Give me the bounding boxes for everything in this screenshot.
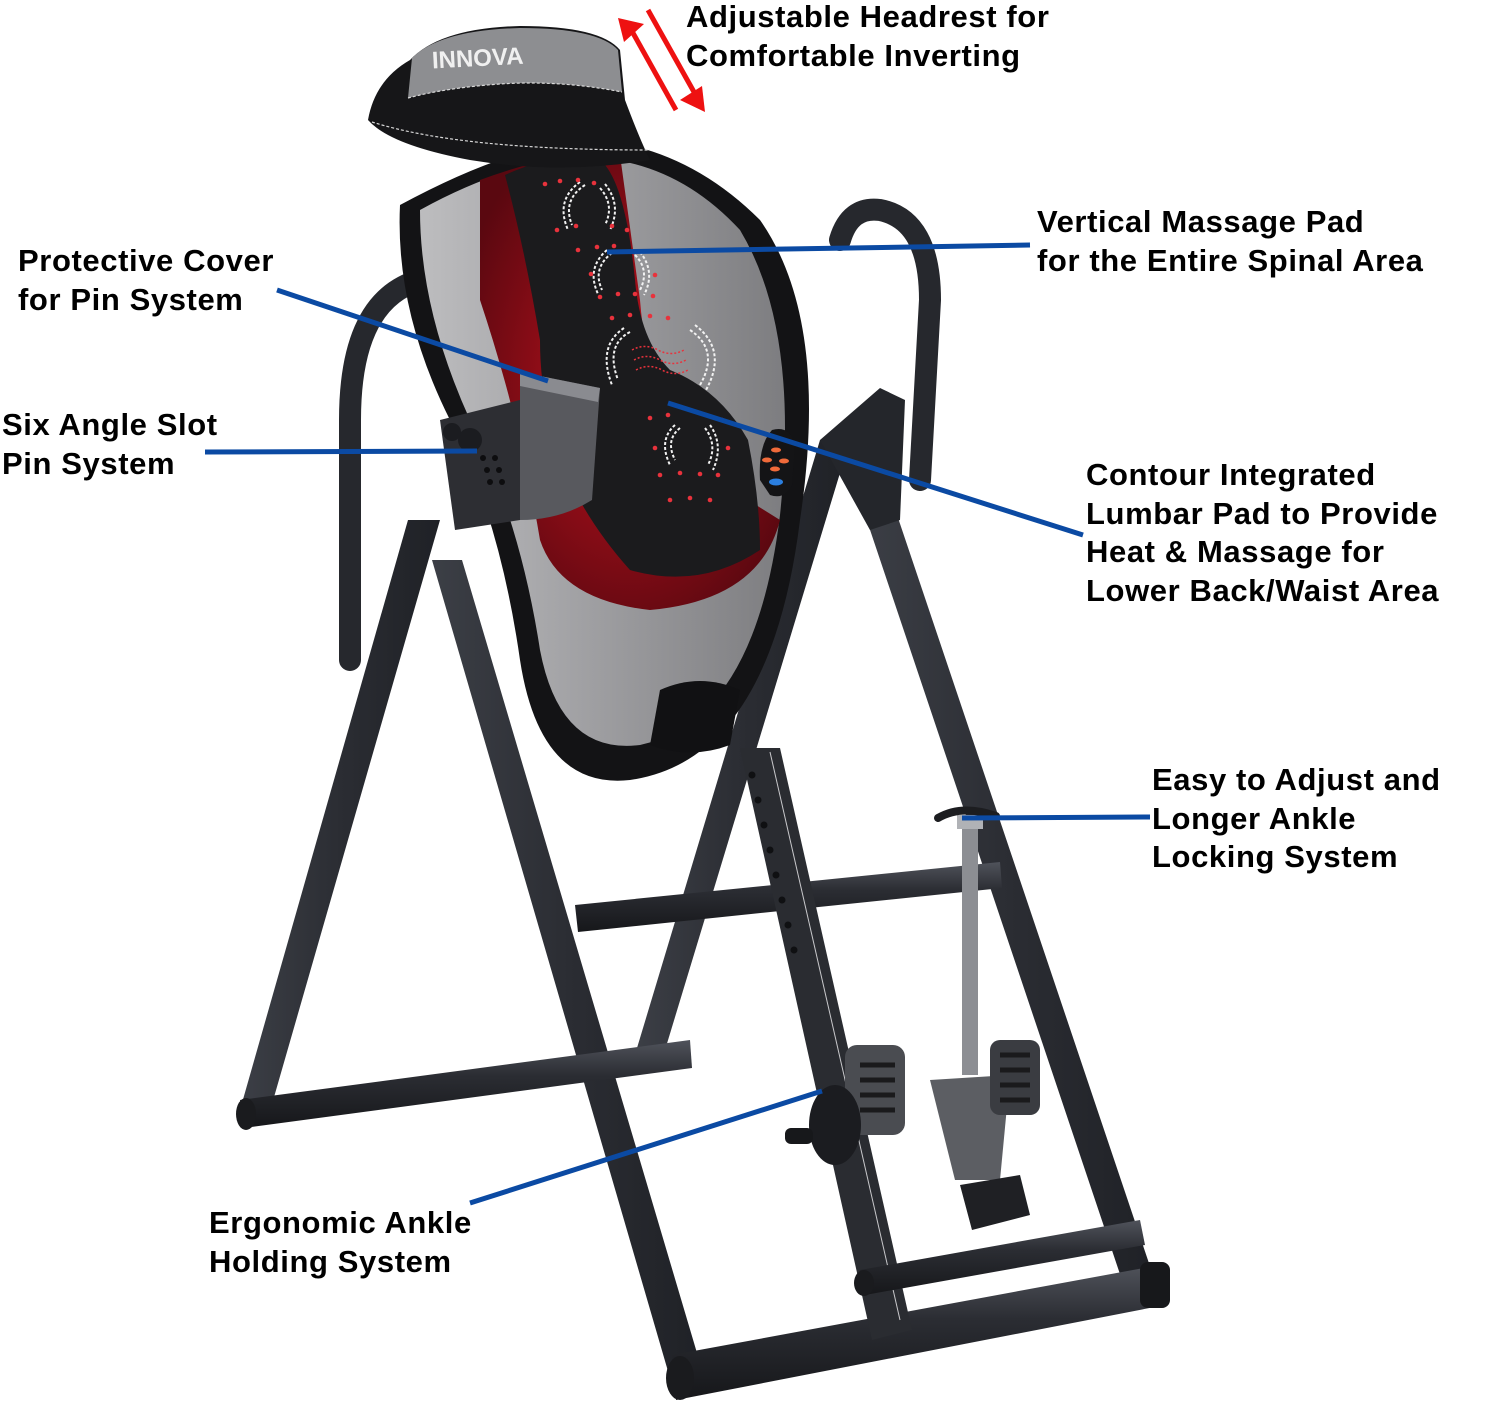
- callout-pin-system: Six Angle Slot Pin System: [2, 406, 218, 483]
- callout-pin-system-line-1: Six Angle Slot: [2, 407, 218, 442]
- leader-massage-pad: [606, 242, 1031, 255]
- height-adjustment-tube: [740, 748, 912, 1340]
- leader-ankle-holding: [469, 1088, 823, 1206]
- callout-headrest-line-2: Comfortable Inverting: [686, 37, 1021, 73]
- callout-massage-pad: Vertical Massage Pad for the Entire Spin…: [1037, 203, 1424, 280]
- leader-protective-cover: [276, 287, 549, 384]
- callout-pin-system-line-2: Pin System: [2, 445, 176, 481]
- leader-lumbar-pad: [667, 400, 1084, 538]
- leader-pin-system: [204, 448, 478, 455]
- callout-ankle-holding: Ergonomic Ankle Holding System: [209, 1204, 472, 1281]
- callout-ankle-holding-line-1: Ergonomic Ankle: [209, 1205, 472, 1240]
- callout-ankle-locking-line-3: Locking System: [1152, 839, 1399, 874]
- leader-lines: [204, 242, 1151, 1206]
- callout-protective-cover: Protective Cover for Pin System: [18, 242, 274, 319]
- callout-massage-pad-line-2: for the Entire Spinal Area: [1037, 242, 1424, 278]
- callout-lumbar-pad: Contour Integrated Lumbar Pad to Provide…: [1086, 456, 1439, 610]
- callout-lumbar-pad-line-2: Lumbar Pad to Provide: [1086, 495, 1438, 531]
- callout-ankle-locking-line-1: Easy to Adjust and: [1152, 762, 1441, 797]
- leader-ankle-locking: [961, 814, 1151, 821]
- innova-logo: INNOVA: [431, 43, 524, 75]
- callout-lumbar-pad-line-4: Lower Back/Waist Area: [1086, 572, 1440, 608]
- callout-ankle-locking: Easy to Adjust and Longer Ankle Locking …: [1152, 761, 1441, 877]
- callout-protective-cover-line-1: Protective Cover: [18, 243, 274, 278]
- callout-ankle-locking-line-2: Longer Ankle: [1152, 800, 1357, 836]
- callout-headrest-line-1: Adjustable Headrest for: [686, 0, 1050, 34]
- callout-ankle-holding-line-2: Holding System: [209, 1243, 452, 1279]
- headrest: INNOVA: [368, 26, 651, 168]
- callout-massage-pad-line-1: Vertical Massage Pad: [1037, 204, 1365, 239]
- pin-system-housing: [440, 372, 600, 530]
- ankle-locking-system: [785, 806, 1145, 1296]
- callout-protective-cover-line-2: for Pin System: [18, 281, 244, 317]
- callout-lumbar-pad-line-3: Heat & Massage for: [1086, 534, 1385, 569]
- callout-lumbar-pad-line-1: Contour Integrated: [1086, 457, 1376, 492]
- adjust-double-arrow-icon: [618, 8, 705, 112]
- callout-headrest: Adjustable Headrest for Comfortable Inve…: [686, 0, 1050, 75]
- remote-control: [759, 429, 795, 497]
